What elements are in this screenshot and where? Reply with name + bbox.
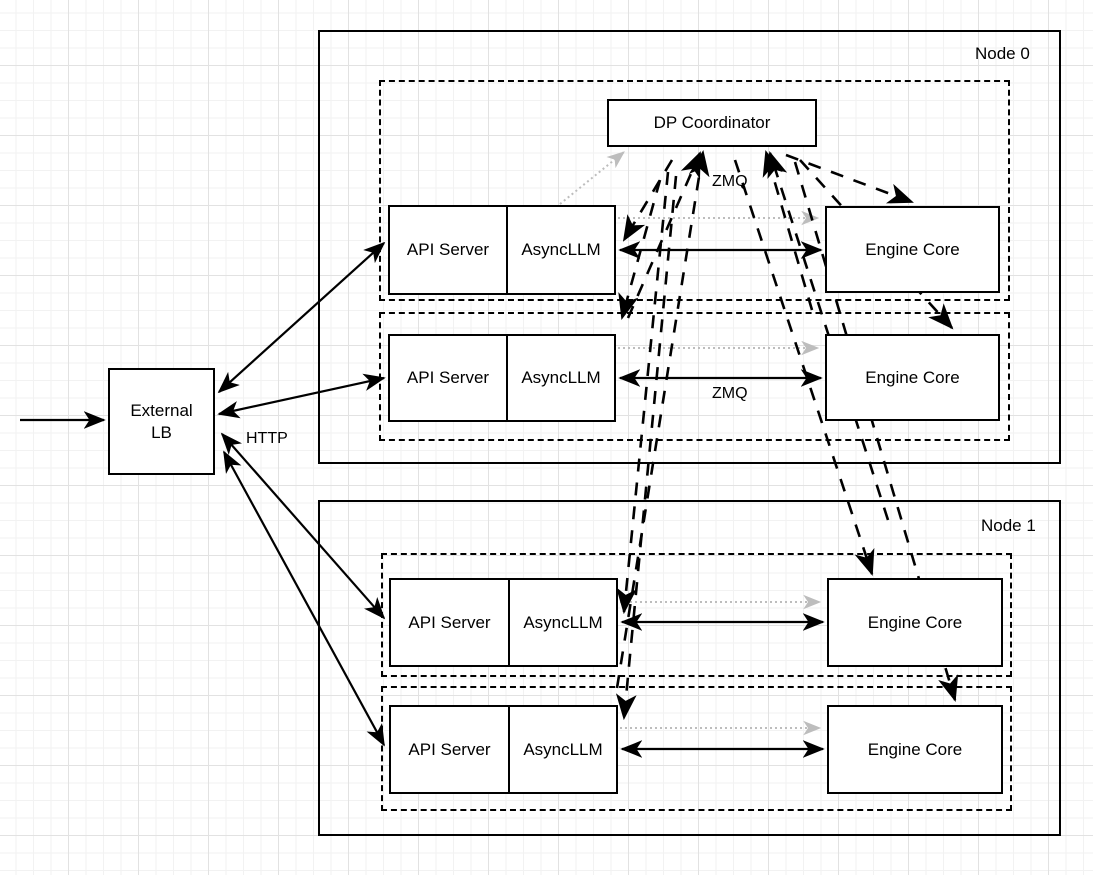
dp-coordinator-label: DP Coordinator — [653, 113, 771, 133]
node-1-dp-group-1 — [381, 686, 1012, 811]
engine-core-label: Engine Core — [865, 239, 960, 259]
asyncllm-label: AsyncLLM — [523, 739, 603, 759]
node-0-unit-1-asyncllm-cell[interactable]: AsyncLLM — [508, 336, 614, 420]
external-lb-label-line2: LB — [151, 422, 172, 442]
asyncllm-label: AsyncLLM — [521, 240, 601, 259]
external-lb-box[interactable]: External LB — [108, 368, 215, 475]
asyncllm-label: AsyncLLM — [523, 612, 603, 632]
api-server-label: API Server — [406, 368, 490, 387]
http-label: HTTP — [246, 430, 288, 447]
engine-core-label: Engine Core — [867, 739, 963, 759]
node-0-unit-0-asyncllm-cell[interactable]: AsyncLLM — [508, 207, 614, 293]
node-1-unit-0-api-asyncllm[interactable]: API Server AsyncLLM — [389, 578, 618, 667]
node-0-unit-0-api-server-cell[interactable]: API Server — [390, 207, 508, 293]
node-1-unit-1-api-asyncllm[interactable]: API Server AsyncLLM — [389, 705, 618, 794]
node-0-unit-0-engine-core[interactable]: Engine Core — [825, 206, 1000, 293]
engine-core-label: Engine Core — [867, 612, 963, 632]
node-1-unit-0-engine-core[interactable]: Engine Core — [827, 578, 1003, 667]
node-1-container — [318, 500, 1061, 836]
node-1-unit-1-asyncllm-cell[interactable]: AsyncLLM — [510, 707, 616, 792]
api-server-label: API Server — [406, 240, 490, 259]
node-0-unit-0-api-asyncllm[interactable]: API Server AsyncLLM — [388, 205, 616, 295]
node-0-dp-group-1 — [379, 312, 1010, 441]
api-server-label: API Server — [408, 612, 491, 632]
dp-coordinator-box[interactable]: DP Coordinator — [607, 99, 817, 147]
node-0-dp-group-0 — [379, 80, 1010, 301]
node-1-label: Node 1 — [981, 516, 1036, 535]
engine-core-label: Engine Core — [865, 367, 960, 387]
zmq-label-second: ZMQ — [712, 385, 748, 402]
node-1-unit-1-api-server-cell[interactable]: API Server — [391, 707, 510, 792]
node-1-unit-0-asyncllm-cell[interactable]: AsyncLLM — [510, 580, 616, 665]
node-0-unit-1-engine-core[interactable]: Engine Core — [825, 334, 1000, 421]
zmq-label-top: ZMQ — [712, 173, 748, 190]
node-0-unit-1-api-asyncllm[interactable]: API Server AsyncLLM — [388, 334, 616, 422]
node-1-dp-group-0 — [381, 553, 1012, 677]
node-0-label: Node 0 — [975, 44, 1030, 63]
node-1-unit-0-api-server-cell[interactable]: API Server — [391, 580, 510, 665]
node-1-unit-1-engine-core[interactable]: Engine Core — [827, 705, 1003, 794]
asyncllm-label: AsyncLLM — [521, 368, 601, 387]
node-0-container — [318, 30, 1061, 464]
external-lb-label-line1: External — [130, 400, 193, 420]
api-server-label: API Server — [408, 739, 491, 759]
node-0-unit-1-api-server-cell[interactable]: API Server — [390, 336, 508, 420]
